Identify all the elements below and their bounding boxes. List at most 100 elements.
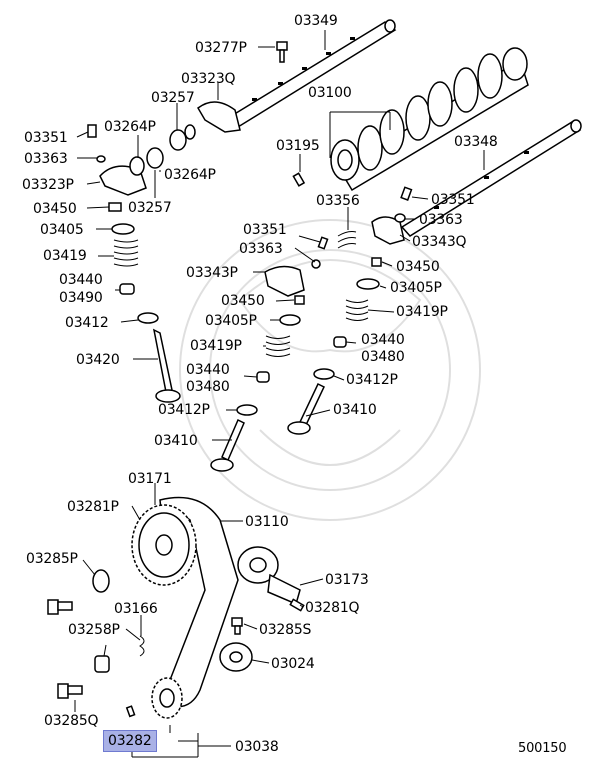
label-03363[interactable]: 03363 [239,241,283,257]
seat-03440c [256,371,270,383]
label-03450[interactable]: 03450 [33,201,77,217]
label-03171[interactable]: 03171 [128,471,172,487]
label-03285P[interactable]: 03285P [26,551,78,567]
seal-03412 [137,312,159,324]
key-03282 [125,705,136,718]
label-03440[interactable]: 03440 [186,362,230,378]
rocker-arm-03343P [264,265,305,297]
label-03412[interactable]: 03412 [65,315,109,331]
label-03282-highlighted[interactable]: 03282 [103,730,157,752]
adjuster-03450a [108,202,122,212]
label-03419P[interactable]: 03419P [190,338,242,354]
label-03257[interactable]: 03257 [128,200,172,216]
label-03323P[interactable]: 03323P [22,177,74,193]
flange-03024 [219,642,253,672]
rocker-arm-03323Q [197,101,241,133]
rocker-arm-03343Q [371,216,405,245]
bolt-03285S [231,617,243,635]
washer-03257b [146,147,164,169]
sprocket-03171 [131,504,197,586]
label-03348[interactable]: 03348 [454,134,498,150]
spring-03356 [337,231,357,249]
leader-lines [74,30,485,758]
bolt-03285P [47,599,73,615]
label-03166[interactable]: 03166 [114,601,158,617]
label-03480[interactable]: 03480 [186,379,230,395]
label-03264P[interactable]: 03264P [164,167,216,183]
label-03038[interactable]: 03038 [235,739,279,755]
label-03281Q[interactable]: 03281Q [305,600,360,616]
label-03195[interactable]: 03195 [276,138,320,154]
label-03419[interactable]: 03419 [43,248,87,264]
label-03363[interactable]: 03363 [24,151,68,167]
screw-03351c [317,236,329,250]
label-03420[interactable]: 03420 [76,352,120,368]
label-03351[interactable]: 03351 [24,130,68,146]
spring-03264Pb [129,156,145,176]
label-03356[interactable]: 03356 [316,193,360,209]
label-03405P[interactable]: 03405P [390,280,442,296]
retainer-03405Pb [279,314,301,326]
spring-03166 [139,635,145,657]
label-03490[interactable]: 03490 [59,290,103,306]
valve-03420 [152,328,181,403]
label-03285S[interactable]: 03285S [259,622,312,638]
label-03277P[interactable]: 03277P [195,40,247,56]
spring-03264Pa [184,124,196,140]
rocker-shaft-03348 [400,119,582,237]
nut-03363c [311,259,321,269]
washer-03281P [92,569,110,593]
label-03110[interactable]: 03110 [245,514,289,530]
diagram-id: 500150 [518,741,567,756]
label-03410[interactable]: 03410 [333,402,377,418]
label-03450[interactable]: 03450 [221,293,265,309]
spacer-03258P [94,655,110,673]
retainer-03405 [111,223,135,235]
label-03323Q[interactable]: 03323Q [181,71,236,87]
label-03024[interactable]: 03024 [271,656,315,672]
adjuster-03450b [371,257,382,267]
seat-03440b [333,336,347,348]
pin-03281Q [289,598,305,612]
label-03450[interactable]: 03450 [396,259,440,275]
seal-03412Pb [236,404,258,416]
screw-03351b [400,186,413,201]
label-03173[interactable]: 03173 [325,572,369,588]
label-03419P[interactable]: 03419P [396,304,448,320]
tensioner-03173 [237,546,301,606]
label-03351[interactable]: 03351 [431,192,475,208]
spring-03419Pa [345,299,369,321]
sprocket-03282 [151,677,183,719]
label-03285Q[interactable]: 03285Q [44,713,99,729]
label-03281P[interactable]: 03281P [67,499,119,515]
label-03405P[interactable]: 03405P [205,313,257,329]
label-03412P[interactable]: 03412P [158,402,210,418]
label-03440[interactable]: 03440 [361,332,405,348]
camshaft-03100 [330,47,529,192]
nut-03363b [394,213,406,223]
label-03349[interactable]: 03349 [294,13,338,29]
adjuster-03450c [294,295,305,305]
retainer-03405Pa [356,278,380,290]
label-03480[interactable]: 03480 [361,349,405,365]
label-03343Q[interactable]: 03343Q [412,234,467,250]
label-03351[interactable]: 03351 [243,222,287,238]
label-03343P[interactable]: 03343P [186,265,238,281]
label-03257[interactable]: 03257 [151,90,195,106]
label-03412P[interactable]: 03412P [346,372,398,388]
valve-03410b [210,418,245,472]
label-03405[interactable]: 03405 [40,222,84,238]
bolt-03285Q [57,683,83,699]
spring-03419Pb [265,335,291,357]
bolt-03277P [276,41,288,63]
label-03264P[interactable]: 03264P [104,119,156,135]
seat-03440 [119,283,135,295]
label-03100[interactable]: 03100 [308,85,352,101]
label-03363[interactable]: 03363 [419,212,463,228]
label-03410[interactable]: 03410 [154,433,198,449]
label-03258P[interactable]: 03258P [68,622,120,638]
label-03440[interactable]: 03440 [59,272,103,288]
valve-03410a [287,382,325,435]
